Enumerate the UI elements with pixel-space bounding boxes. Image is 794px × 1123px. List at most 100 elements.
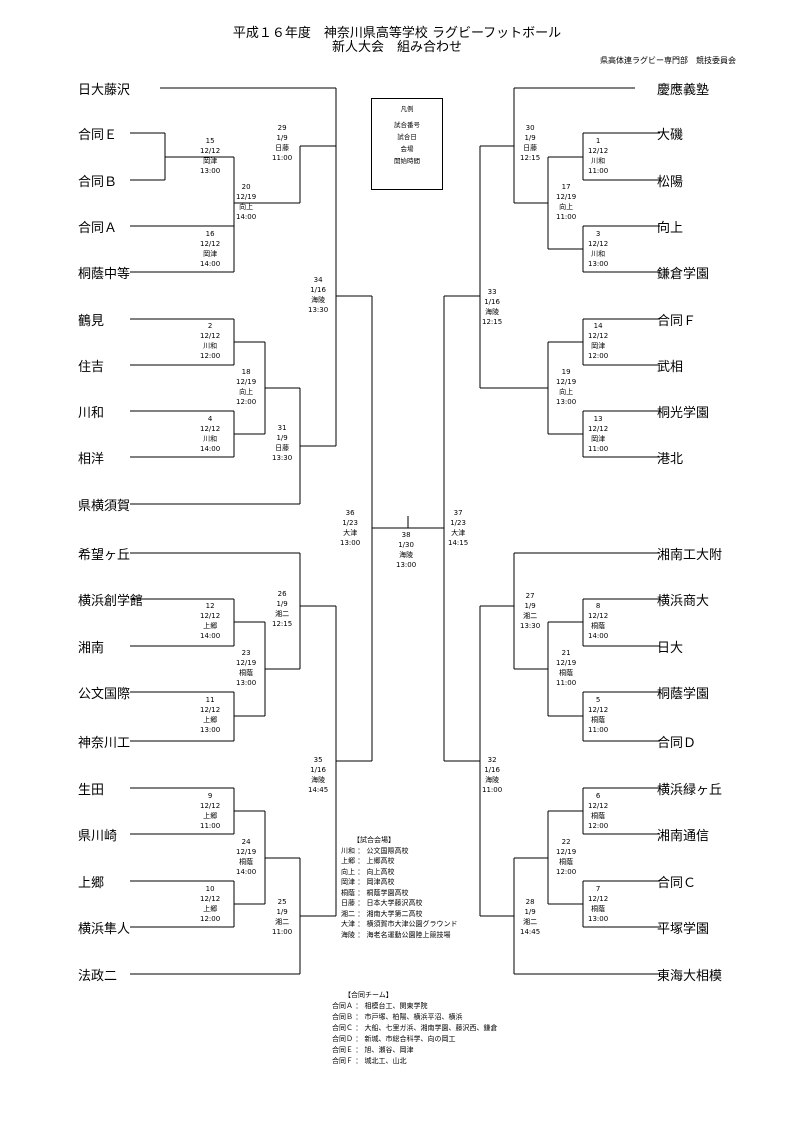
match-date: 12/12 [588, 332, 609, 340]
match-venue: 海陵 [485, 308, 500, 316]
team-name: 川和 [78, 406, 105, 421]
match-time: 11:00 [272, 928, 293, 936]
match-no: 31 [277, 424, 287, 432]
team-name: 県横須賀 [78, 499, 131, 514]
match-venue: 海陵 [399, 551, 414, 559]
match-date: 1/9 [276, 134, 288, 142]
match-venue: 岡津 [591, 342, 606, 350]
match-time: 12:00 [236, 398, 257, 406]
match-time: 14:00 [236, 213, 257, 221]
match-date: 12/12 [200, 612, 221, 620]
team-name: 桐光学園 [657, 406, 710, 421]
match-venue: 湘二 [523, 918, 538, 926]
match-no: 10 [205, 885, 215, 893]
match-time: 11:00 [588, 167, 609, 175]
match-time: 14:00 [588, 632, 609, 640]
match-time: 11:00 [482, 786, 503, 794]
venue-row: 湘二 ： 湘南大学第二高校 [341, 909, 423, 918]
combined-row: 合同Ｆ ： 城北工、山北 [332, 1057, 407, 1065]
match-venue: 桐蔭 [559, 858, 574, 866]
match-venue: 大津 [343, 529, 358, 537]
page-subtitle: 新人大会 組み合わせ [331, 40, 462, 55]
legend-title: 凡例 [400, 105, 414, 113]
combined-row: 合同Ｅ ： 旭、瀬谷、岡津 [332, 1046, 414, 1054]
match-no: 37 [453, 509, 463, 517]
match-venue: 桐蔭 [591, 622, 606, 630]
team-name: 横浜商大 [657, 594, 710, 609]
match-venue: 日藤 [275, 144, 290, 152]
match-time: 13:30 [272, 454, 293, 462]
match-time: 12:00 [556, 868, 577, 876]
match-venue: 海陵 [311, 296, 326, 304]
team-name: 大磯 [657, 128, 684, 143]
match-venue: 桐蔭 [591, 812, 606, 820]
match-time: 12:15 [272, 620, 293, 628]
match-time: 14:00 [200, 260, 221, 268]
match-date: 12/19 [236, 378, 257, 386]
match-venue: 上郷 [203, 716, 218, 724]
match-no: 32 [487, 756, 497, 764]
team-name: 合同Ｃ [657, 876, 697, 891]
match-no: 29 [277, 124, 287, 132]
match-no: 27 [525, 592, 535, 600]
team-name: 湘南 [78, 641, 105, 656]
match-date: 12/19 [556, 378, 577, 386]
match-no: 21 [561, 649, 571, 657]
match-time: 13:00 [556, 398, 577, 406]
match-venue: 桐蔭 [591, 716, 606, 724]
match-time: 12:00 [200, 352, 221, 360]
team-name: 日大 [657, 641, 684, 656]
match-venue: 海陵 [485, 776, 500, 784]
team-name: 公文国際 [78, 687, 131, 702]
team-name: 県川崎 [78, 829, 118, 844]
team-name: 松陽 [657, 175, 684, 190]
team-name: 向上 [657, 221, 684, 236]
match-date: 1/9 [524, 908, 536, 916]
match-date: 1/23 [450, 519, 466, 527]
team-name: 合同Ａ [78, 221, 118, 236]
legend-line: 試合番号 [394, 121, 420, 129]
match-date: 1/9 [276, 600, 288, 608]
combined-row: 合同Ｄ ： 新城、市総合科学、向の岡工 [332, 1035, 456, 1043]
match-venue: 日藤 [523, 144, 538, 152]
match-venue: 向上 [239, 203, 254, 211]
match-time: 11:00 [588, 726, 609, 734]
match-no: 16 [205, 230, 215, 238]
match-venue: 上郷 [203, 622, 218, 630]
match-date: 12/12 [588, 895, 609, 903]
team-name: 生田 [78, 783, 105, 798]
match-time: 14:00 [236, 868, 257, 876]
match-date: 12/12 [588, 425, 609, 433]
match-date: 12/19 [556, 659, 577, 667]
match-no: 18 [241, 368, 251, 376]
match-no: 1 [595, 137, 601, 145]
match-venue: 向上 [559, 388, 574, 396]
match-venue: 岡津 [591, 435, 606, 443]
match-no: 7 [595, 885, 601, 893]
match-time: 14:45 [520, 928, 541, 936]
venue-row: 海陵 ： 海老名運動公園陸上競技場 [341, 930, 451, 939]
match-time: 14:00 [200, 632, 221, 640]
match-no: 26 [277, 590, 287, 598]
team-name: 合同Ｆ [657, 314, 697, 329]
team-name: 横浜隼人 [78, 922, 131, 937]
venue-row: 日藤 ： 日本大学藤沢高校 [341, 899, 423, 907]
